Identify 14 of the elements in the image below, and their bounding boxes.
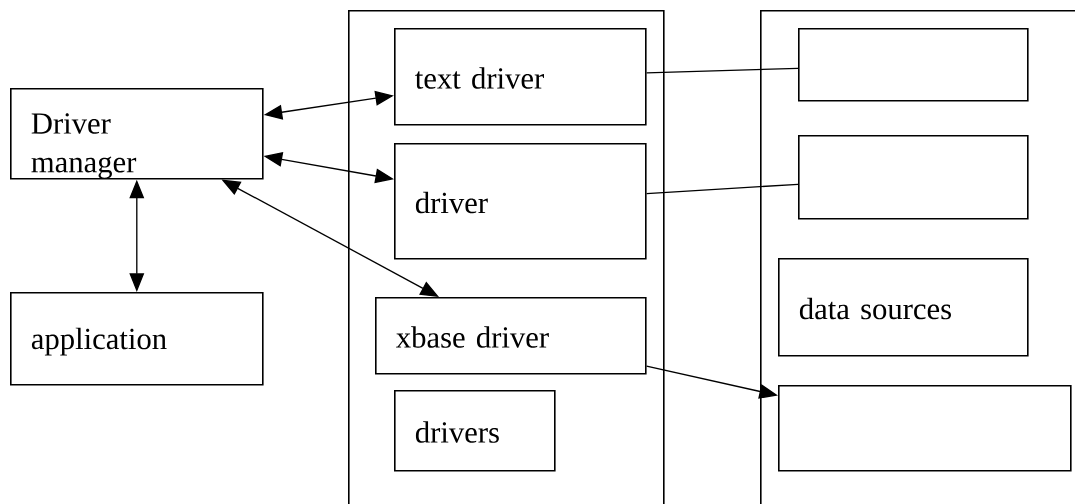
driver-box: driver xyxy=(394,143,647,260)
column-panel xyxy=(348,10,665,504)
driver-box: drivers xyxy=(394,390,556,472)
component-box: application xyxy=(10,292,264,386)
column-panel xyxy=(760,10,1075,504)
driver-box: text driver xyxy=(394,28,647,126)
connector-line xyxy=(645,67,799,74)
data-source-box xyxy=(798,28,1029,102)
component-box: Driver manager xyxy=(10,88,264,180)
data-source-box xyxy=(798,135,1029,220)
driver-box: xbase driver xyxy=(375,297,647,375)
connector-line xyxy=(645,183,799,195)
driver-box: data sources xyxy=(778,258,1029,357)
data-source-box xyxy=(778,385,1072,472)
